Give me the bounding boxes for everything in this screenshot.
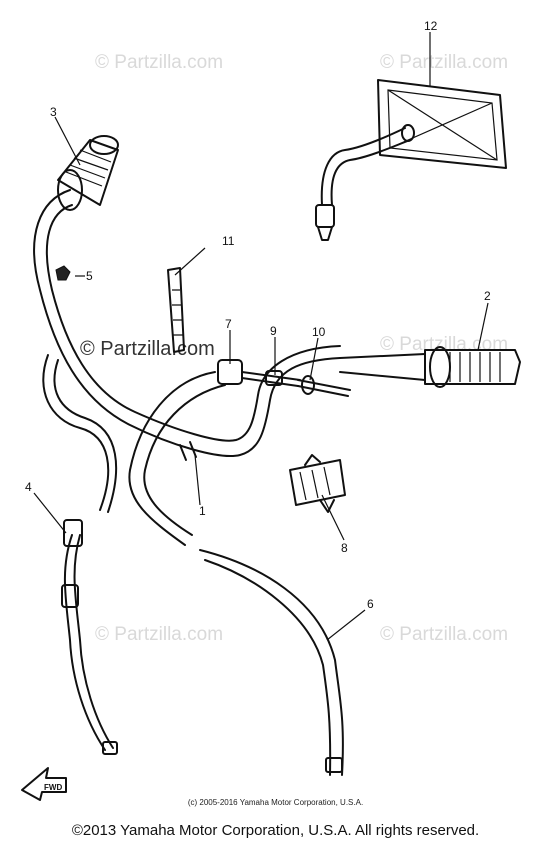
throttle-cable[interactable] <box>128 371 344 776</box>
callout-1: 1 <box>199 504 206 518</box>
callout-8: 8 <box>341 541 348 555</box>
watermark-2: © Partzilla.com <box>380 52 508 73</box>
callout-12: 12 <box>424 19 438 33</box>
left-grip[interactable] <box>57 135 119 211</box>
right-grip[interactable] <box>339 346 521 388</box>
watermarks: © Partzilla.com © Partzilla.com © Partzi… <box>95 52 508 645</box>
bolt[interactable] <box>55 265 71 281</box>
mirror[interactable] <box>315 79 507 241</box>
leader-lines <box>33 32 489 641</box>
callout-5: 5 <box>86 269 93 283</box>
fwd-label: FWD <box>44 783 62 792</box>
callout-10: 10 <box>312 325 326 339</box>
small-copyright: (c) 2005-2016 Yamaha Motor Corporation, … <box>187 798 364 807</box>
callout-numbers: 1 2 3 4 5 6 7 8 9 10 11 12 <box>25 19 491 611</box>
callout-4: 4 <box>25 480 32 494</box>
callout-6: 6 <box>367 597 374 611</box>
handlebar[interactable] <box>33 189 341 461</box>
cable-tie[interactable] <box>167 267 185 353</box>
throttle-housing[interactable] <box>217 359 351 397</box>
callout-7: 7 <box>225 317 232 331</box>
callout-9: 9 <box>270 324 277 338</box>
handlebar-clamp[interactable] <box>289 454 346 513</box>
callout-2: 2 <box>484 289 491 303</box>
watermark-3: © Partzilla.com <box>380 334 508 355</box>
callout-3: 3 <box>50 105 57 119</box>
fwd-arrow-icon: FWD <box>21 767 67 801</box>
clutch-cable[interactable] <box>42 354 118 755</box>
watermark-4: © Partzilla.com <box>95 624 223 645</box>
callout-11: 11 <box>222 234 235 248</box>
watermark-1: © Partzilla.com <box>95 52 223 73</box>
watermark-5: © Partzilla.com <box>380 624 508 645</box>
watermark-center: © Partzilla.com <box>80 338 215 360</box>
copyright: ©2013 Yamaha Motor Corporation, U.S.A. A… <box>71 822 480 839</box>
